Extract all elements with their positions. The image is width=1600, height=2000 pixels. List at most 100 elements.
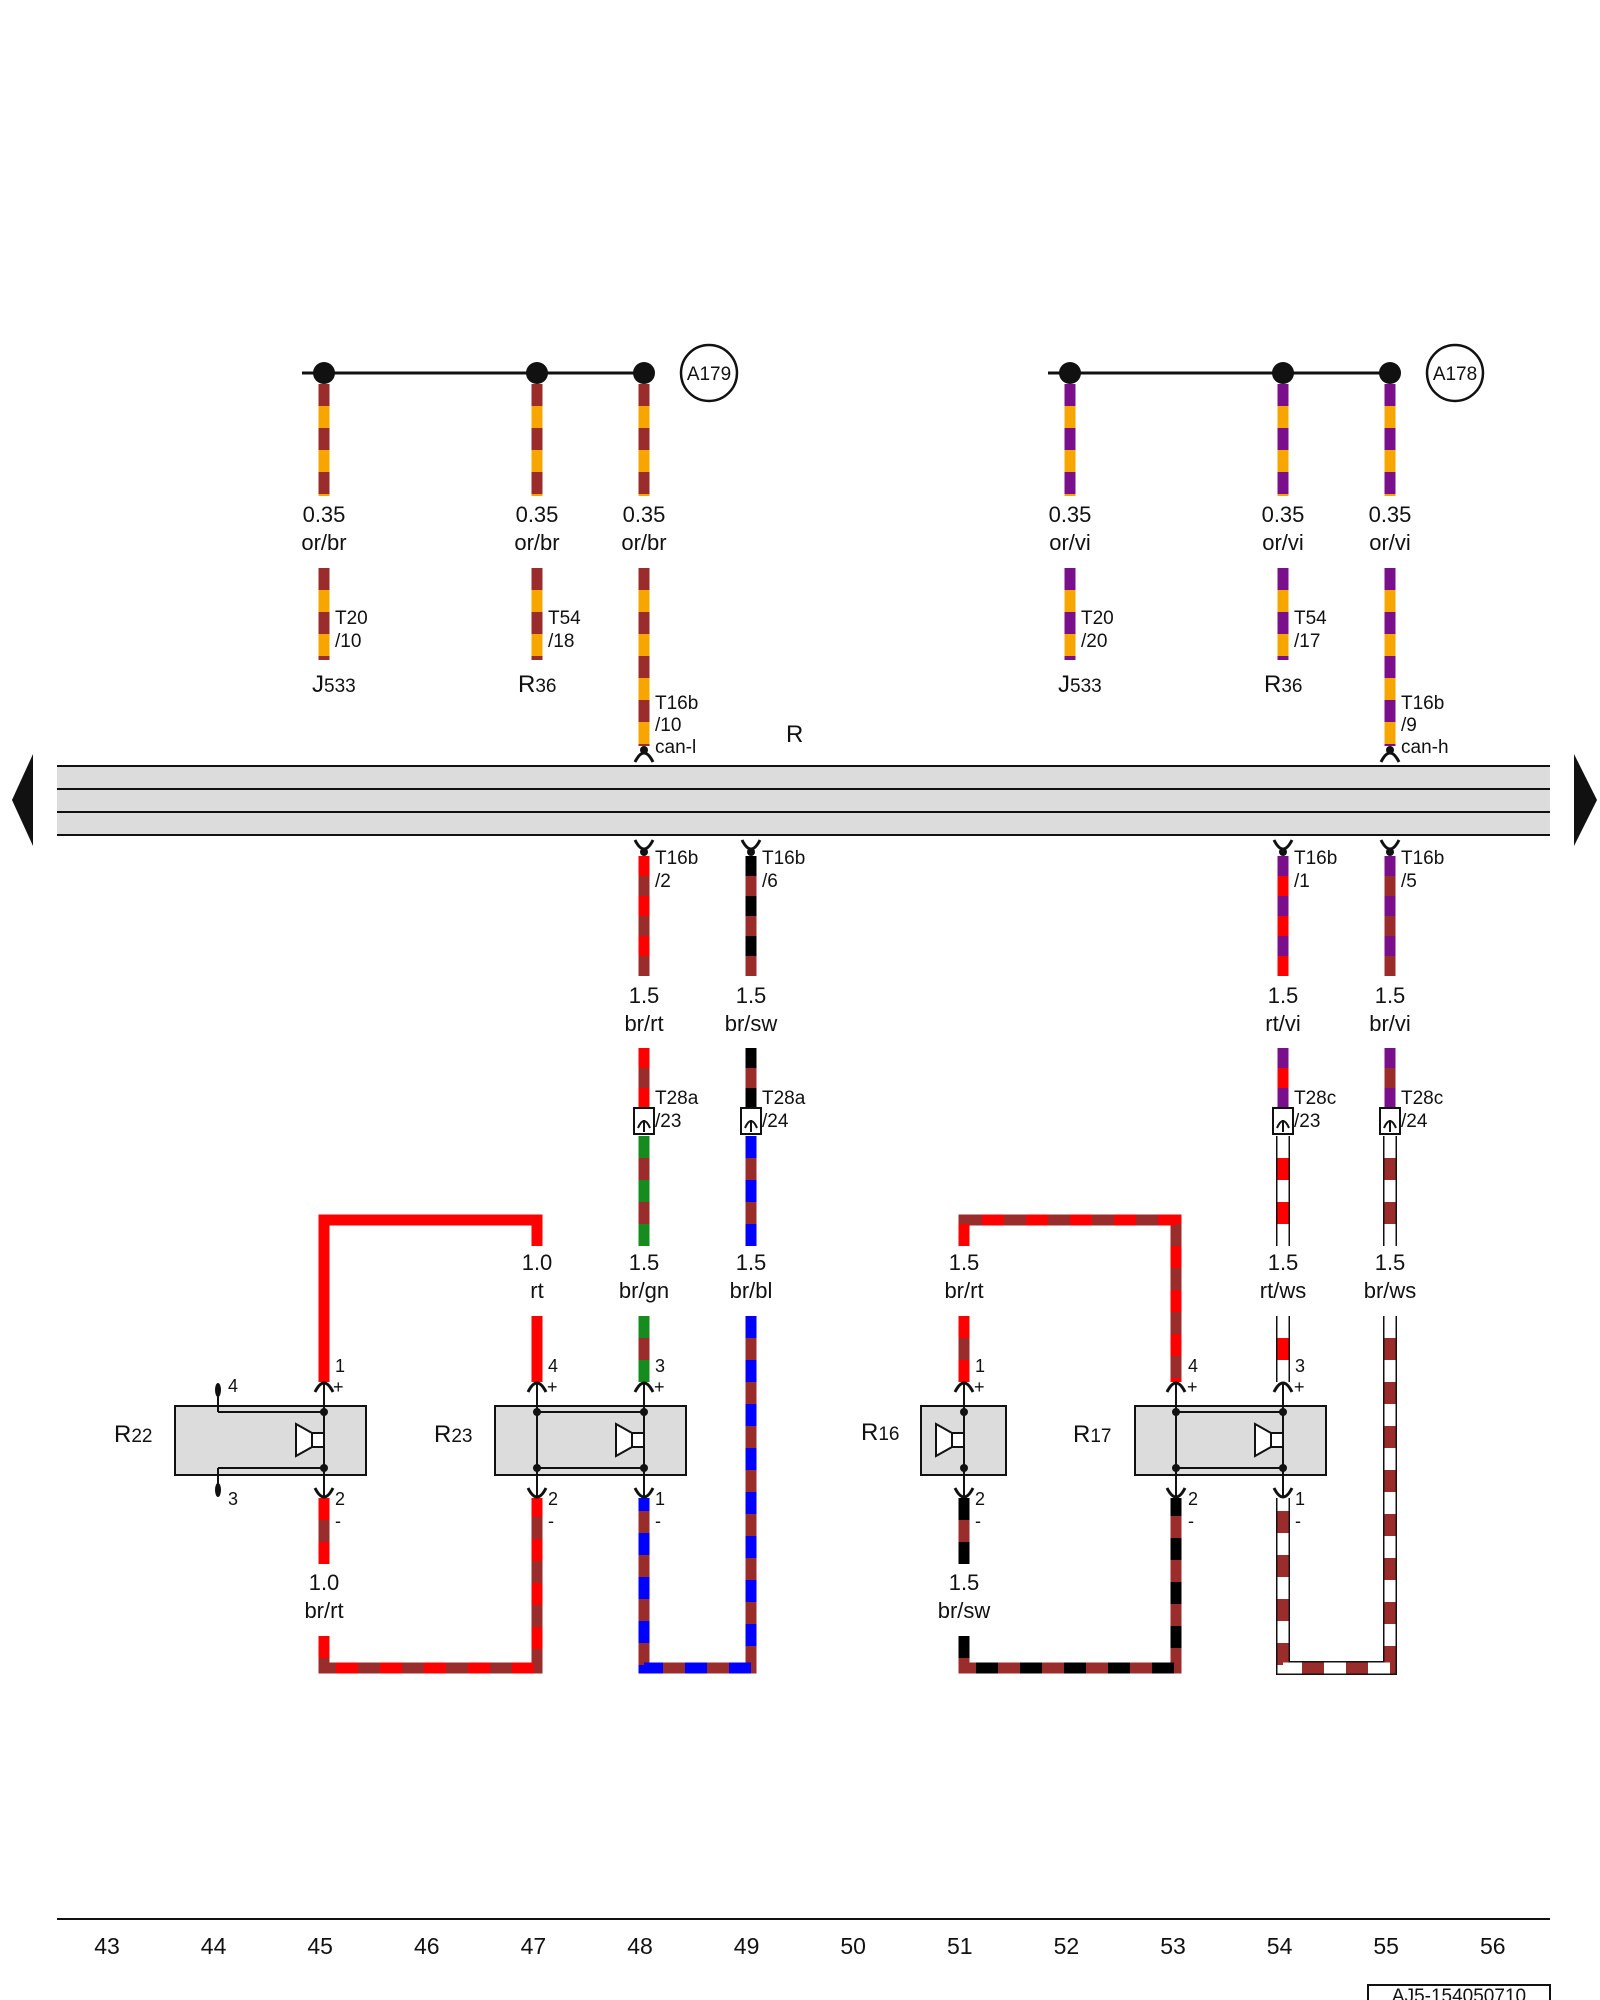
grid-column-46: 46 bbox=[414, 1933, 440, 1959]
wire-size-label: 0.35 bbox=[623, 502, 666, 527]
connector-label: T54 bbox=[1294, 608, 1327, 629]
speaker-icon bbox=[615, 1422, 645, 1458]
connector-cup-icon bbox=[633, 839, 655, 856]
wire-size-label: 0.35 bbox=[1049, 502, 1092, 527]
wire-color-label: rt/ws bbox=[1260, 1278, 1306, 1303]
connector-pin-label: /6 bbox=[762, 871, 778, 892]
connector-label: T28a bbox=[762, 1088, 806, 1109]
junction-dot bbox=[1379, 362, 1401, 384]
pin-label: 2 bbox=[975, 1489, 985, 1509]
connector-label: T16b bbox=[1401, 848, 1444, 869]
component-label-j533: J533 bbox=[1058, 671, 1102, 698]
inline-connector-icon bbox=[1379, 1107, 1401, 1135]
pin-label: - bbox=[1188, 1511, 1194, 1531]
upper-wire-layer bbox=[318, 384, 1396, 746]
grid-column-43: 43 bbox=[94, 1933, 120, 1959]
wire-size-label: 1.5 bbox=[1375, 983, 1406, 1008]
harness-r bbox=[12, 754, 1597, 846]
pin-label: 2 bbox=[335, 1489, 345, 1509]
wire-size-label: 0.35 bbox=[303, 502, 346, 527]
pin-label: 4 bbox=[548, 1356, 558, 1376]
connector-pin-label: /20 bbox=[1081, 631, 1107, 652]
grid-column-48: 48 bbox=[627, 1933, 653, 1959]
wire-r16-r17-minus bbox=[958, 1498, 1182, 1674]
connector-label: T20 bbox=[1081, 608, 1114, 629]
connector-pin-label: /23 bbox=[1294, 1111, 1320, 1132]
speaker-layer bbox=[174, 1381, 1327, 1499]
wire-size-label: 1.5 bbox=[1268, 1250, 1299, 1275]
connector-pin-label: /9 bbox=[1401, 715, 1417, 736]
speaker-r17 bbox=[1134, 1381, 1327, 1499]
connector-label: T16b bbox=[762, 848, 805, 869]
speaker-r22-pins: 4 3 1 + 2 - bbox=[228, 1356, 345, 1531]
grid-column-52: 52 bbox=[1054, 1933, 1080, 1959]
connector-pin-label: /24 bbox=[762, 1111, 789, 1132]
speaker-icon bbox=[1254, 1422, 1284, 1458]
upper-labels-r36-canl: 0.35 or/br T54 /18 R36 bbox=[514, 502, 581, 698]
connector-pin-label: /5 bbox=[1401, 871, 1417, 892]
wire-color-label: or/vi bbox=[1369, 530, 1411, 555]
upper-labels-j533-canh: 0.35 or/vi T20 /20 J533 bbox=[1049, 502, 1114, 698]
grid-column-56: 56 bbox=[1480, 1933, 1506, 1959]
speaker-r23-pins: 4 + 3 + 2 - 1 - bbox=[547, 1356, 665, 1531]
component-label-r17: R17 bbox=[1073, 1421, 1111, 1448]
wire-r16-r17-plus bbox=[958, 1214, 1182, 1382]
component-label-r36: R36 bbox=[518, 671, 556, 698]
wire-color-label: br/sw bbox=[938, 1598, 991, 1623]
output-labels-t16b2: T16b /2 1.5 br/rt T28a /23 1.5 br/gn bbox=[619, 848, 699, 1303]
connector-cup-icon bbox=[633, 746, 655, 763]
pin-label: + bbox=[547, 1377, 558, 1397]
junction-dot bbox=[313, 362, 335, 384]
component-label-r22: R22 bbox=[114, 1421, 152, 1448]
connector-pin-label: /23 bbox=[655, 1111, 681, 1132]
pin-label: + bbox=[974, 1377, 985, 1397]
pin-label: 2 bbox=[548, 1489, 558, 1509]
pin-label: 4 bbox=[228, 1376, 238, 1396]
connector-pin-label: /1 bbox=[1294, 871, 1310, 892]
upper-labels-r36-canh: 0.35 or/vi T54 /17 R36 bbox=[1262, 502, 1328, 698]
wire-color-label: br/rt bbox=[624, 1011, 663, 1036]
junction-dot bbox=[1272, 362, 1294, 384]
inline-connector-icon bbox=[1272, 1107, 1294, 1135]
wire-color-label: or/br bbox=[514, 530, 559, 555]
pin-label: - bbox=[655, 1511, 661, 1531]
pin-label: + bbox=[654, 1377, 665, 1397]
harness-label: R bbox=[786, 721, 803, 748]
wire-color-label: br/bl bbox=[730, 1278, 773, 1303]
junction-dot bbox=[633, 362, 655, 384]
wire-size-label: 0.35 bbox=[1262, 502, 1305, 527]
wire-size-label: 1.0 bbox=[309, 1570, 340, 1595]
wire-size-label: 1.5 bbox=[949, 1250, 980, 1275]
connector-pin-label: /18 bbox=[548, 631, 574, 652]
grid-column-55: 55 bbox=[1373, 1933, 1399, 1959]
component-label-r36: R36 bbox=[1264, 671, 1302, 698]
wire-size-label: 1.5 bbox=[949, 1570, 980, 1595]
speaker-r23 bbox=[494, 1381, 687, 1499]
connector-label: T28c bbox=[1401, 1088, 1443, 1109]
lower-wire-layer bbox=[318, 856, 1401, 1675]
connector-cup-icon bbox=[1272, 839, 1294, 856]
wire-size-label: 1.5 bbox=[736, 1250, 767, 1275]
inline-connector-icon bbox=[633, 1107, 655, 1135]
ref-a179-label: A179 bbox=[687, 364, 731, 385]
pin-label: 3 bbox=[228, 1489, 238, 1509]
wire-color-label: rt/vi bbox=[1265, 1011, 1300, 1036]
wire-r22-r23-plus bbox=[318, 1214, 543, 1382]
pin-label: - bbox=[975, 1511, 981, 1531]
wire-color-label: br/ws bbox=[1364, 1278, 1417, 1303]
connector-pin-label: /17 bbox=[1294, 631, 1320, 652]
wire-size-label: 1.5 bbox=[629, 1250, 660, 1275]
grid-column-49: 49 bbox=[734, 1933, 760, 1959]
speaker-r16-pins: 1 + 2 - bbox=[974, 1356, 985, 1531]
pin-label: + bbox=[1187, 1377, 1198, 1397]
wire-color-label: or/vi bbox=[1049, 530, 1091, 555]
pin-label: 3 bbox=[655, 1356, 665, 1376]
pin-label: 1 bbox=[335, 1356, 345, 1376]
speaker-r16 bbox=[920, 1381, 1007, 1499]
upper-labels-j533-canl: 0.35 or/br T20 /10 J533 bbox=[301, 502, 367, 698]
harness-connection-marks bbox=[633, 746, 1401, 856]
grid-column-53: 53 bbox=[1160, 1933, 1186, 1959]
output-labels-t16b1: T16b /1 1.5 rt/vi T28c /23 1.5 rt/ws bbox=[1260, 848, 1338, 1303]
arrow-left-icon bbox=[12, 754, 33, 846]
pin-label: 1 bbox=[655, 1489, 665, 1509]
